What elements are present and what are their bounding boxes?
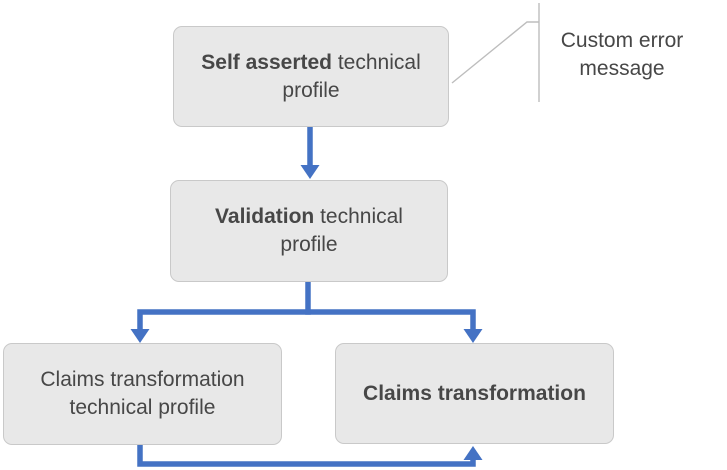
node-label-bold: Validation <box>215 205 315 228</box>
arrow-validation-branch <box>130 279 483 343</box>
node-label-regular: technical profile <box>282 50 421 102</box>
callout-diagonal-line <box>451 21 539 84</box>
node-label-regular: Claims transformation technical profile <box>40 368 245 419</box>
node-label: Self asserted technical profile <box>193 49 429 105</box>
node-label-regular: technical profile <box>280 205 403 256</box>
arrow-self-asserted-to-validation <box>300 126 320 179</box>
node-label: Claims transformation <box>363 380 586 408</box>
node-label: Claims transformation technical profile <box>25 366 261 422</box>
node-claims-transformation-technical-profile: Claims transformation technical profile <box>3 343 282 445</box>
node-label: Validation technical profile <box>191 203 427 259</box>
node-claims-transformation: Claims transformation <box>335 343 614 444</box>
node-label-bold: Claims transformation <box>363 381 586 405</box>
node-self-asserted-technical-profile: Self asserted technical profile <box>173 26 449 127</box>
arrow-claims-tp-to-claims-transformation <box>137 442 483 467</box>
node-label-bold: Self asserted <box>201 50 333 74</box>
node-validation-technical-profile: Validation technical profile <box>170 180 448 282</box>
callout-connector <box>451 3 540 102</box>
callout-custom-error-message: Custom error message <box>560 29 684 80</box>
